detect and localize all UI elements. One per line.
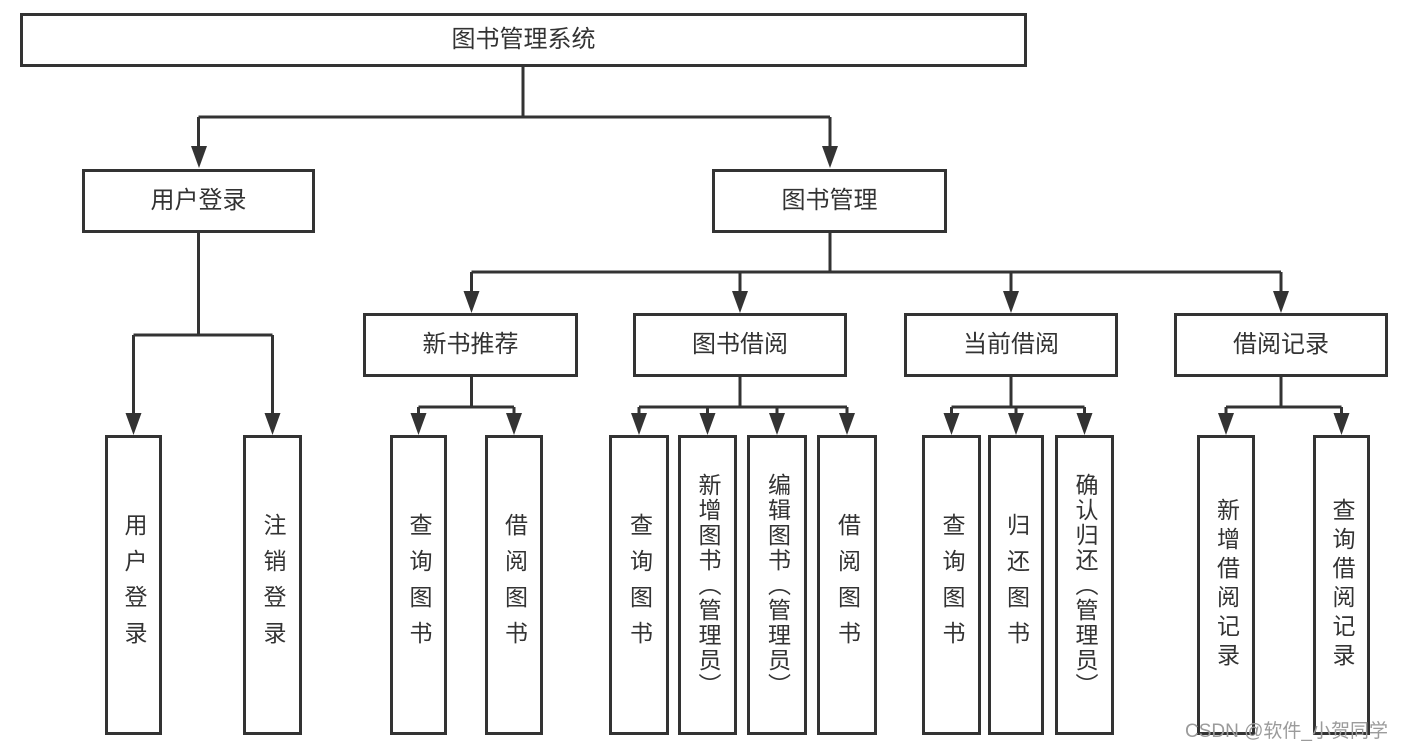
node-label: 确认归还（管理员）: [1072, 472, 1098, 698]
arrowhead-icon: [1333, 413, 1350, 435]
watermark-text: CSDN @软件_小贺同学: [1185, 721, 1388, 742]
node-user-login: 用户登录: [82, 169, 315, 233]
node-current-borrowing: 当前借阅: [904, 313, 1118, 377]
arrowhead-icon: [463, 291, 480, 313]
node-borrowing-records: 借阅记录: [1174, 313, 1388, 377]
node-label: 查询图书: [626, 513, 653, 657]
leaf-query-books-current: 查询图书: [922, 435, 981, 735]
node-label: 查询图书: [406, 513, 432, 657]
arrowhead-icon: [1076, 413, 1093, 435]
arrowhead-icon: [822, 146, 838, 168]
leaf-borrow-books-recommend: 借阅图书: [485, 435, 543, 735]
leaf-edit-books-admin: 编辑图书（管理员）: [747, 435, 807, 735]
node-label: 图书借阅: [692, 331, 788, 358]
leaf-query-books-borrowing: 查询图书: [609, 435, 669, 735]
arrowhead-icon: [506, 413, 522, 435]
node-label: 用户登录: [121, 513, 147, 657]
arrowhead-icon: [264, 413, 281, 435]
node-label: 图书管理: [781, 187, 878, 214]
leaf-return-books: 归还图书: [988, 435, 1044, 735]
node-label: 借阅记录: [1233, 331, 1329, 358]
leaf-user-login: 用户登录: [105, 435, 162, 735]
node-label: 编辑图书（管理员）: [764, 472, 791, 698]
arrowhead-icon: [732, 291, 748, 313]
node-label: 新增图书（管理员）: [695, 472, 721, 698]
leaf-add-books-admin: 新增图书（管理员）: [678, 435, 737, 735]
arrowhead-icon: [1218, 413, 1234, 435]
node-label: 新书推荐: [422, 331, 519, 358]
node-label: 查询借阅记录: [1329, 498, 1355, 672]
csdn-watermark: CSDN @软件_小贺同学: [1185, 716, 1388, 743]
arrowhead-icon: [125, 413, 142, 435]
node-label: 归还图书: [1003, 513, 1030, 657]
node-book-management: 图书管理: [712, 169, 947, 233]
node-label: 图书管理系统: [451, 26, 596, 53]
node-label: 用户登录: [150, 187, 247, 214]
node-label: 借阅图书: [834, 513, 861, 657]
leaf-confirm-return-admin: 确认归还（管理员）: [1055, 435, 1114, 735]
arrowhead-icon: [769, 413, 785, 435]
leaf-logout: 注销登录: [243, 435, 302, 735]
arrowhead-icon: [1003, 291, 1019, 313]
leaf-query-books-recommend: 查询图书: [390, 435, 447, 735]
arrowhead-icon: [1008, 413, 1024, 435]
arrowhead-icon: [191, 146, 207, 168]
node-label: 新增借阅记录: [1213, 498, 1240, 672]
node-root-system: 图书管理系统: [20, 13, 1027, 67]
arrowhead-icon: [1273, 291, 1289, 313]
arrowhead-icon: [410, 413, 427, 435]
leaf-query-borrow-record: 查询借阅记录: [1313, 435, 1370, 735]
node-book-borrowing: 图书借阅: [633, 313, 847, 377]
leaf-add-borrow-record: 新增借阅记录: [1197, 435, 1255, 735]
node-label: 借阅图书: [501, 513, 528, 657]
node-new-book-recommend: 新书推荐: [363, 313, 578, 377]
leaf-borrow-books: 借阅图书: [817, 435, 877, 735]
arrowhead-icon: [631, 413, 647, 435]
node-label: 注销登录: [260, 513, 286, 657]
node-label: 当前借阅: [963, 331, 1059, 358]
arrowhead-icon: [943, 413, 960, 435]
node-label: 查询图书: [939, 513, 965, 657]
arrowhead-icon: [699, 413, 716, 435]
arrowhead-icon: [839, 413, 855, 435]
